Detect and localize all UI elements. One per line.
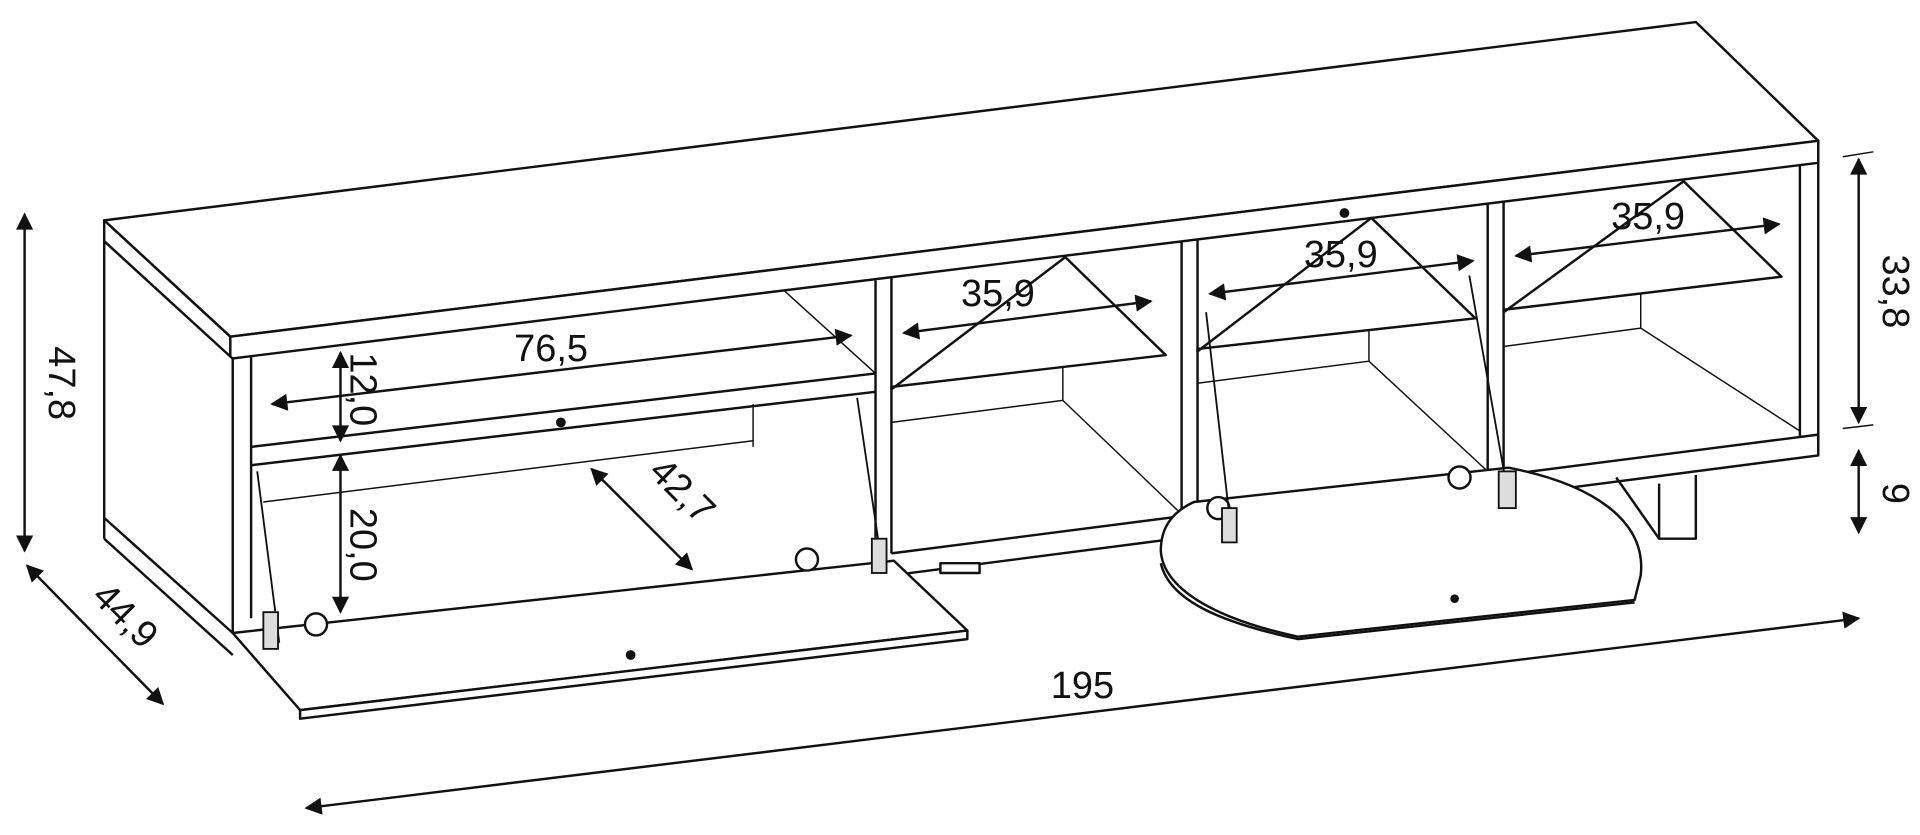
flap-depth-label: 42,7	[641, 450, 723, 532]
dimension-lines	[16, 151, 1874, 815]
shelf-width-label-1: 35,9	[961, 273, 1035, 315]
shelf-width-label-3: 35,9	[1611, 196, 1685, 238]
shelf-width-label-2: 35,9	[1304, 234, 1378, 276]
depth-label: 44,9	[84, 575, 166, 657]
left-compartment-width-label: 76,5	[514, 328, 588, 370]
total-height-label: 47,8	[40, 346, 82, 420]
leg-height-label: 9	[1874, 483, 1916, 504]
left-upper-height-label: 12,0	[341, 352, 383, 426]
body-height-label: 33,8	[1874, 254, 1916, 328]
left-lower-height-label: 20,0	[341, 508, 383, 582]
total-width-label: 195	[1051, 665, 1114, 707]
